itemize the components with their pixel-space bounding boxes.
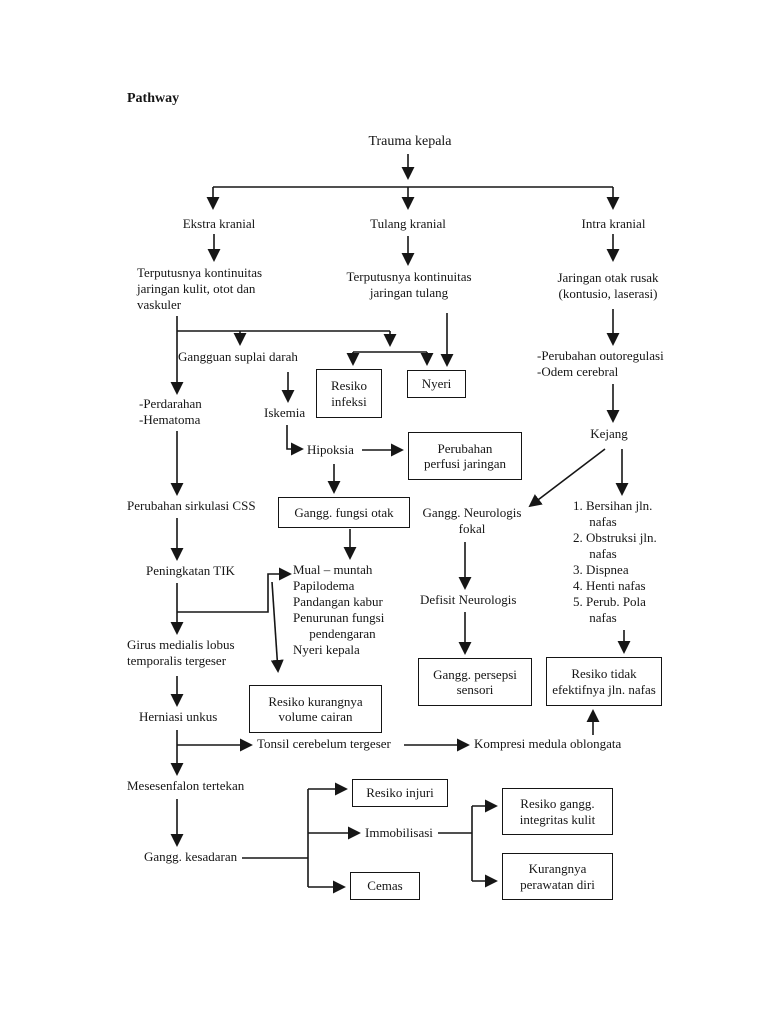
box-nyeri: Nyeri — [407, 370, 466, 398]
box-gangg-persepsi-sensori: Gangg. persepsi sensori — [418, 658, 532, 706]
node-immobilisasi: Immobilisasi — [365, 825, 433, 840]
node-kompresi-medula: Kompresi medula oblongata — [474, 736, 622, 751]
node-tulang-kranial: Tulang kranial — [370, 216, 446, 231]
node-kejang: Kejang — [590, 426, 628, 441]
node-intra-kranial: Intra kranial — [581, 216, 646, 231]
node-jaringan-otak-rusak: Jaringan otak rusak (kontusio, laserasi) — [557, 270, 659, 301]
box-kurangnya-perawatan-diri: Kurangnya perawatan diri — [502, 853, 613, 900]
node-terputusnya-kulit: Terputusnya kontinuitas jaringan kulit, … — [137, 265, 263, 312]
node-gangg-neurologis-fokal: Gangg. Neurologis fokal — [422, 505, 522, 536]
node-gangguan-suplai-darah: Gangguan suplai darah — [178, 349, 298, 364]
box-resiko-integritas-kulit: Resiko gangg. integritas kulit — [502, 788, 613, 835]
node-iskemia: Iskemia — [264, 405, 306, 420]
box-resiko-injuri: Resiko injuri — [352, 779, 448, 807]
box-gangg-fungsi-otak: Gangg. fungsi otak — [278, 497, 410, 528]
node-terputusnya-tulang: Terputusnya kontinuitas jaringan tulang — [346, 269, 472, 300]
box-cemas: Cemas — [350, 872, 420, 900]
node-ekstra-kranial: Ekstra kranial — [182, 216, 256, 231]
box-resiko-kurangnya-cairan: Resiko kurangnya volume cairan — [249, 685, 382, 733]
node-hipoksia: Hipoksia — [307, 442, 354, 457]
node-perubahan-sirkulasi-css: Perubahan sirkulasi CSS — [127, 498, 256, 513]
box-resiko-tidak-efektif-nafas: Resiko tidak efektifnya jln. nafas — [546, 657, 662, 706]
node-perdarahan-hematoma: -Perdarahan -Hematoma — [139, 396, 202, 427]
node-mual-muntah-list: Mual – muntah Papilodema Pandangan kabur… — [293, 562, 385, 657]
node-gangg-kesadaran: Gangg. kesadaran — [144, 849, 238, 864]
node-herniasi-unkus: Herniasi unkus — [139, 709, 218, 724]
page-title: Pathway — [127, 91, 180, 106]
node-tonsil-cerebelum: Tonsil cerebelum tergeser — [257, 736, 391, 751]
node-defisit-neurologis: Defisit Neurologis — [420, 592, 517, 607]
node-girus-medialis: Girus medialis lobus temporalis tergeser — [127, 637, 235, 668]
node-mesesenfalon: Mesesenfalon tertekan — [127, 778, 245, 793]
node-jalan-nafas-list: 1. Bersihan jln. nafas 2. Obstruksi jln.… — [573, 498, 657, 625]
node-perubahan-outoregulasi: -Perubahan outoregulasi -Odem cerebral — [537, 348, 664, 379]
node-trauma-kepala: Trauma kepala — [368, 134, 452, 149]
node-peningkatan-tik: Peningkatan TIK — [146, 563, 235, 578]
box-resiko-infeksi: Resiko infeksi — [316, 369, 382, 418]
box-perubahan-perfusi: Perubahan perfusi jaringan — [408, 432, 522, 480]
